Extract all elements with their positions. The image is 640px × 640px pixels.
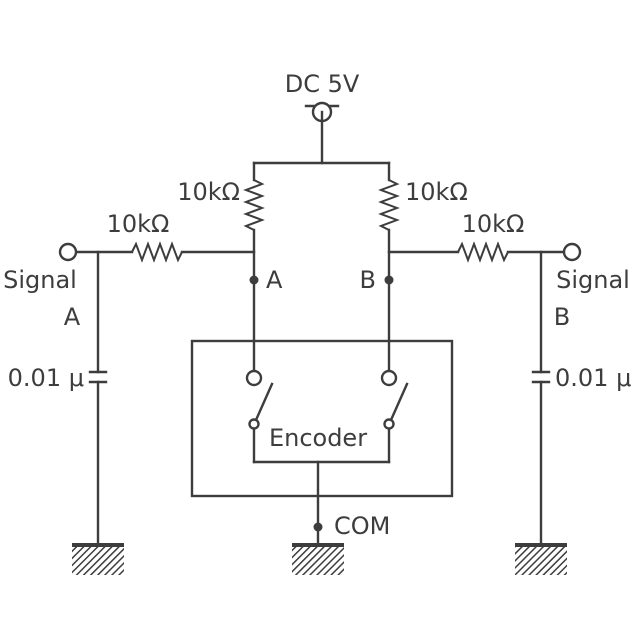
series-resistor-b-label: 10kΩ [462, 210, 525, 238]
capacitor-a-label: 0.01 μ [8, 364, 84, 392]
capacitor-b [531, 250, 551, 547]
capacitor-b-label: 0.01 μ [555, 364, 631, 392]
ground-b-icon [515, 543, 567, 575]
ground-com-icon [292, 543, 344, 575]
node-b-dot [384, 275, 394, 285]
signal-b-label-line2: B [554, 303, 570, 331]
encoder-switch-b [380, 369, 409, 464]
com-label: COM [334, 512, 390, 540]
encoder-switch-a [245, 369, 274, 464]
encoder-label: Encoder [269, 424, 367, 452]
node-a-dot [249, 275, 259, 285]
series-resistor-a [74, 241, 256, 263]
pullup-resistor-b-label: 10kΩ [405, 178, 468, 206]
pullup-resistor-b [378, 161, 400, 372]
capacitor-a [88, 250, 108, 547]
supply-label: DC 5V [285, 70, 360, 98]
ground-a-icon [72, 543, 124, 575]
encoder-box [190, 339, 454, 498]
signal-b-terminal [562, 242, 582, 262]
signal-a-terminal [58, 242, 78, 262]
signal-a-label-line1: Signal [3, 266, 77, 294]
signal-b-label-line1: Signal [556, 266, 630, 294]
node-a-label: A [266, 266, 283, 294]
signal-a-label-line2: A [64, 303, 81, 331]
pullup-resistor-a [243, 161, 265, 372]
series-resistor-b [387, 241, 565, 263]
com-dot [313, 522, 323, 532]
series-resistor-a-label: 10kΩ [107, 210, 170, 238]
pullup-resistor-a-label: 10kΩ [177, 178, 240, 206]
node-b-label: B [360, 266, 376, 294]
supply-terminal [304, 101, 340, 165]
